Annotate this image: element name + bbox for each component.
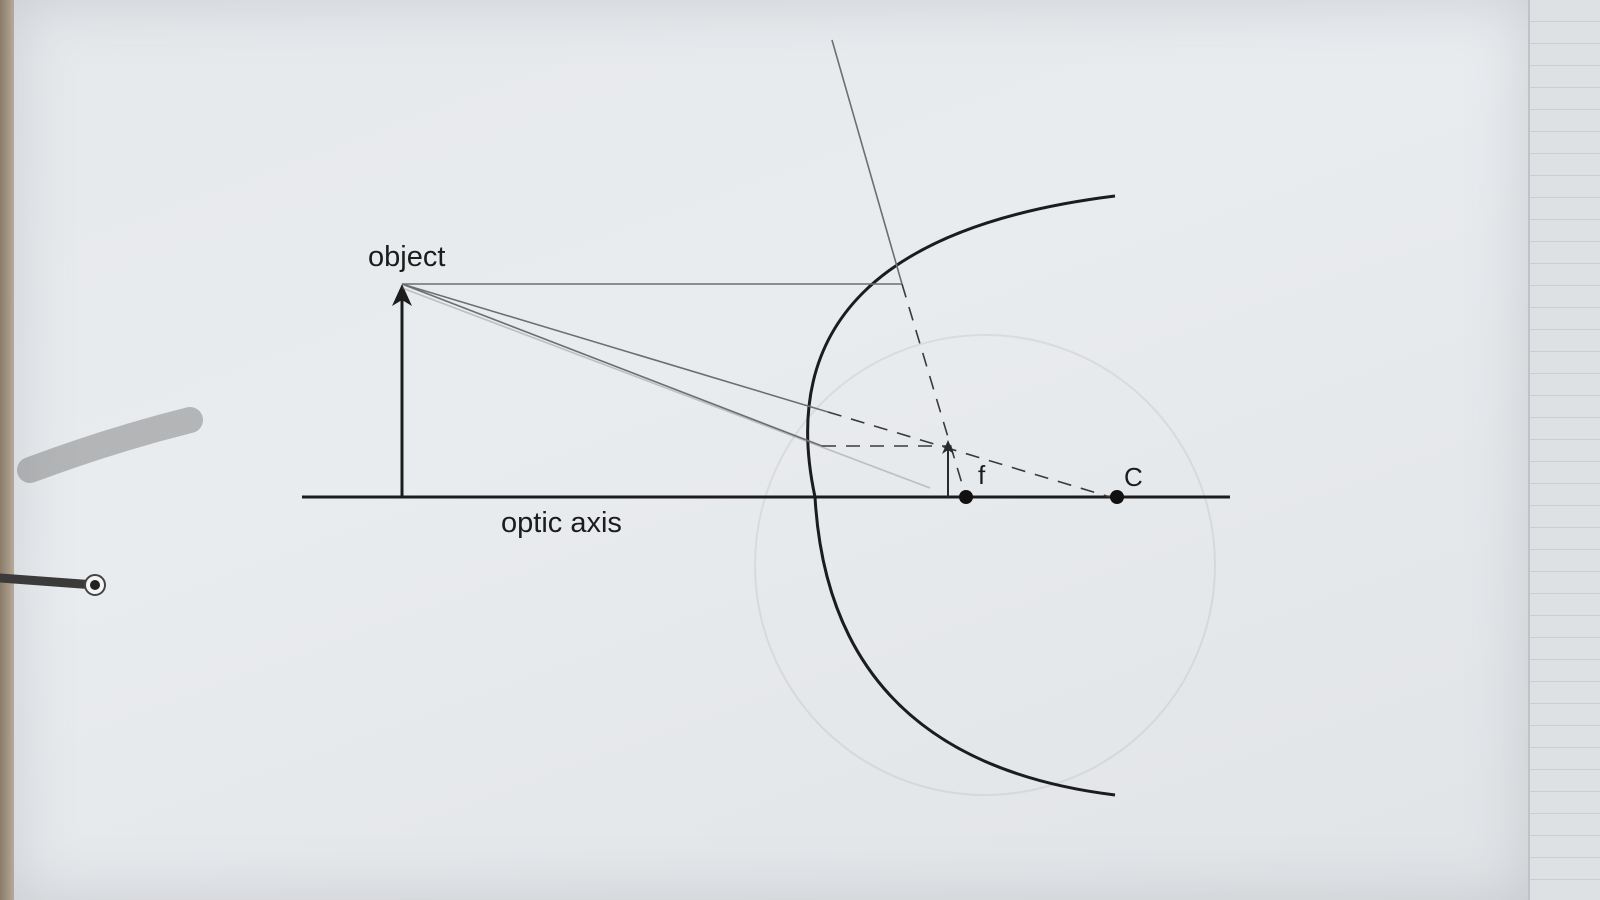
- virtual-ray-through-center: [827, 411, 1111, 498]
- focal-point-label: f: [978, 460, 986, 490]
- focal-point-dot: [959, 490, 973, 504]
- object-arrow-head: [392, 284, 412, 306]
- rays: [401, 39, 931, 489]
- paper-sheet: [14, 0, 1528, 900]
- faint-chief-ray: [401, 287, 931, 489]
- object-label: object: [368, 241, 445, 273]
- concave-mirror: [806, 194, 1116, 797]
- optic-axis-label: optic axis: [501, 507, 622, 539]
- virtual-ray-through-focus: [901, 283, 967, 498]
- binder-edge: [0, 0, 14, 900]
- image-arrow-head: [942, 440, 954, 454]
- virtual-rays: [822, 283, 1111, 498]
- lined-paper-edge: [1528, 0, 1600, 900]
- center-of-curvature-dot: [1110, 490, 1124, 504]
- ray-toward-focus: [401, 283, 823, 447]
- back-page-ghost-circle: [754, 334, 1216, 796]
- binder-ring: [0, 407, 203, 596]
- reflected-ray-extension: [831, 39, 903, 285]
- ray-toward-center: [401, 283, 829, 413]
- center-of-curvature-label: C: [1124, 462, 1143, 492]
